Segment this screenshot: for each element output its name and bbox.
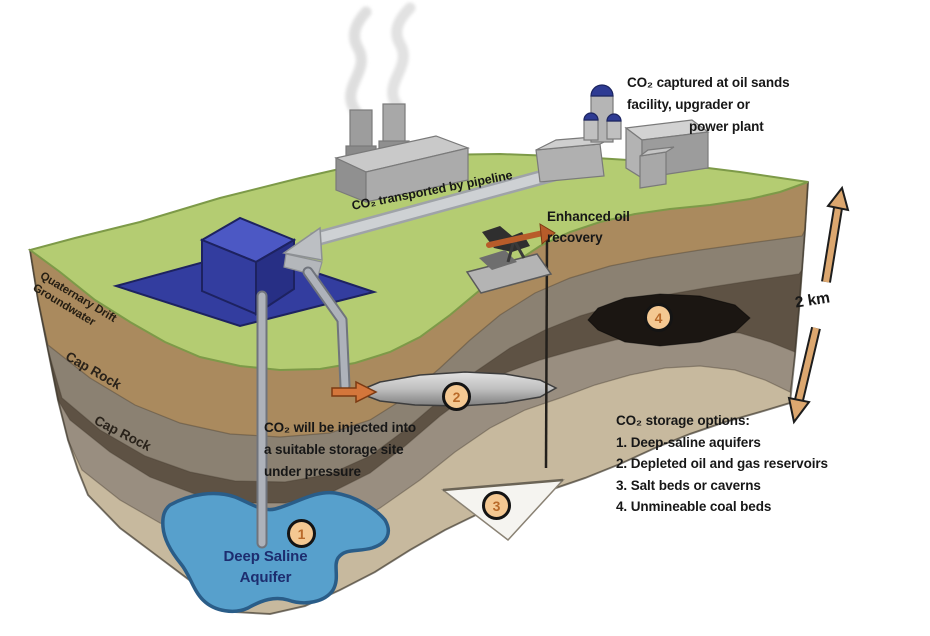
captured-line1: CO₂ captured at oil sands xyxy=(627,75,790,90)
storage-options-title: CO₂ storage options: xyxy=(616,413,750,428)
tower-dome-icon xyxy=(606,113,622,122)
storage-option-item: 2. Depleted oil and gas reservoirs xyxy=(616,456,828,471)
marker-coal-bed: 4 xyxy=(644,303,673,332)
marker-reservoir: 2 xyxy=(442,382,471,411)
captured-line2: facility, upgrader or xyxy=(627,97,750,112)
block-outline xyxy=(29,181,809,616)
storage-options-list: CO₂ storage options: 1. Deep-saline aqui… xyxy=(616,410,828,518)
oil-well-line xyxy=(544,237,549,469)
deep-saline-aquifer xyxy=(161,490,390,614)
injection-arrow-icon xyxy=(331,380,378,404)
injection-facility xyxy=(112,216,378,328)
storage-option-item: 1. Deep-saline aquifers xyxy=(616,434,761,450)
captured-label: CO₂ captured at oil sands facility, upgr… xyxy=(627,72,790,138)
deep-saline-aquifer-label: Deep Saline Aquifer xyxy=(223,548,308,586)
marker-aquifer: 1 xyxy=(287,519,316,548)
tower-dome-icon xyxy=(583,112,599,121)
power-plant-factory xyxy=(334,103,471,203)
oil-sands-facility xyxy=(535,84,710,189)
depth-arrow xyxy=(787,185,850,425)
injection-note-label: CO₂ will be injected into a suitable sto… xyxy=(264,420,417,479)
co2-pipeline xyxy=(310,166,556,248)
pump-jack-head xyxy=(539,223,556,245)
injection-well-pipes xyxy=(256,266,351,549)
smoke-plumes xyxy=(345,2,416,119)
tower-dome-icon xyxy=(590,84,614,97)
pump-jack xyxy=(465,223,556,469)
captured-line3: power plant xyxy=(689,119,764,134)
marker-salt-bed: 3 xyxy=(482,491,511,520)
storage-option-item: 3. Salt beds or caverns xyxy=(616,477,761,493)
enhanced-oil-recovery-label: Enhanced oil recovery xyxy=(547,209,630,245)
storage-option-item: 4. Unmineable coal beds xyxy=(616,499,772,514)
